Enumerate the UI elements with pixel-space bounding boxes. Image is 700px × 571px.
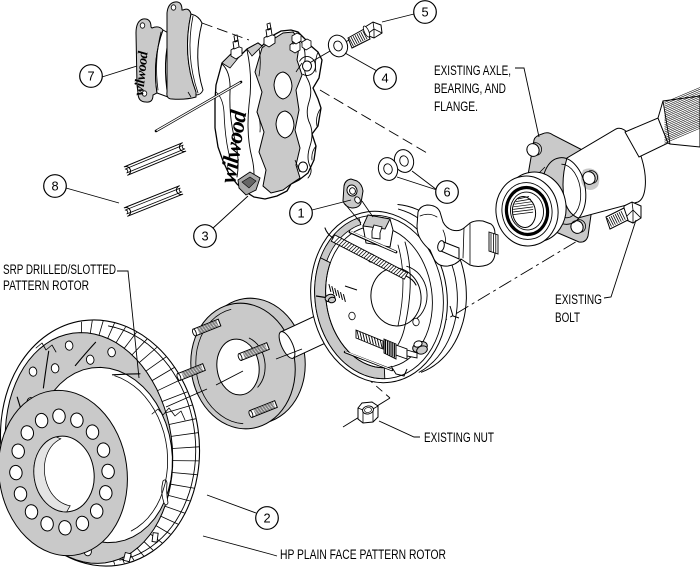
svg-text:6: 6 xyxy=(443,185,450,200)
svg-text:3: 3 xyxy=(201,229,208,244)
svg-text:HP PLAIN FACE PATTERN ROTOR: HP PLAIN FACE PATTERN ROTOR xyxy=(280,547,446,562)
svg-text:FLANGE.: FLANGE. xyxy=(434,99,478,114)
svg-text:2: 2 xyxy=(263,511,270,526)
svg-text:PATTERN ROTOR: PATTERN ROTOR xyxy=(3,278,89,293)
svg-text:SRP DRILLED/SLOTTED: SRP DRILLED/SLOTTED xyxy=(3,262,116,277)
svg-text:EXISTING AXLE,: EXISTING AXLE, xyxy=(434,63,511,78)
svg-text:7: 7 xyxy=(87,69,94,84)
svg-text:8: 8 xyxy=(51,179,58,194)
svg-text:wilwood: wilwood xyxy=(132,50,152,97)
svg-text:4: 4 xyxy=(381,71,388,86)
svg-text:EXISTING: EXISTING xyxy=(555,292,602,307)
svg-text:5: 5 xyxy=(421,5,428,20)
svg-text:BEARING, AND: BEARING, AND xyxy=(434,81,506,96)
svg-text:EXISTING NUT: EXISTING NUT xyxy=(424,430,494,445)
svg-text:BOLT: BOLT xyxy=(555,310,580,325)
svg-text:1: 1 xyxy=(297,206,304,221)
